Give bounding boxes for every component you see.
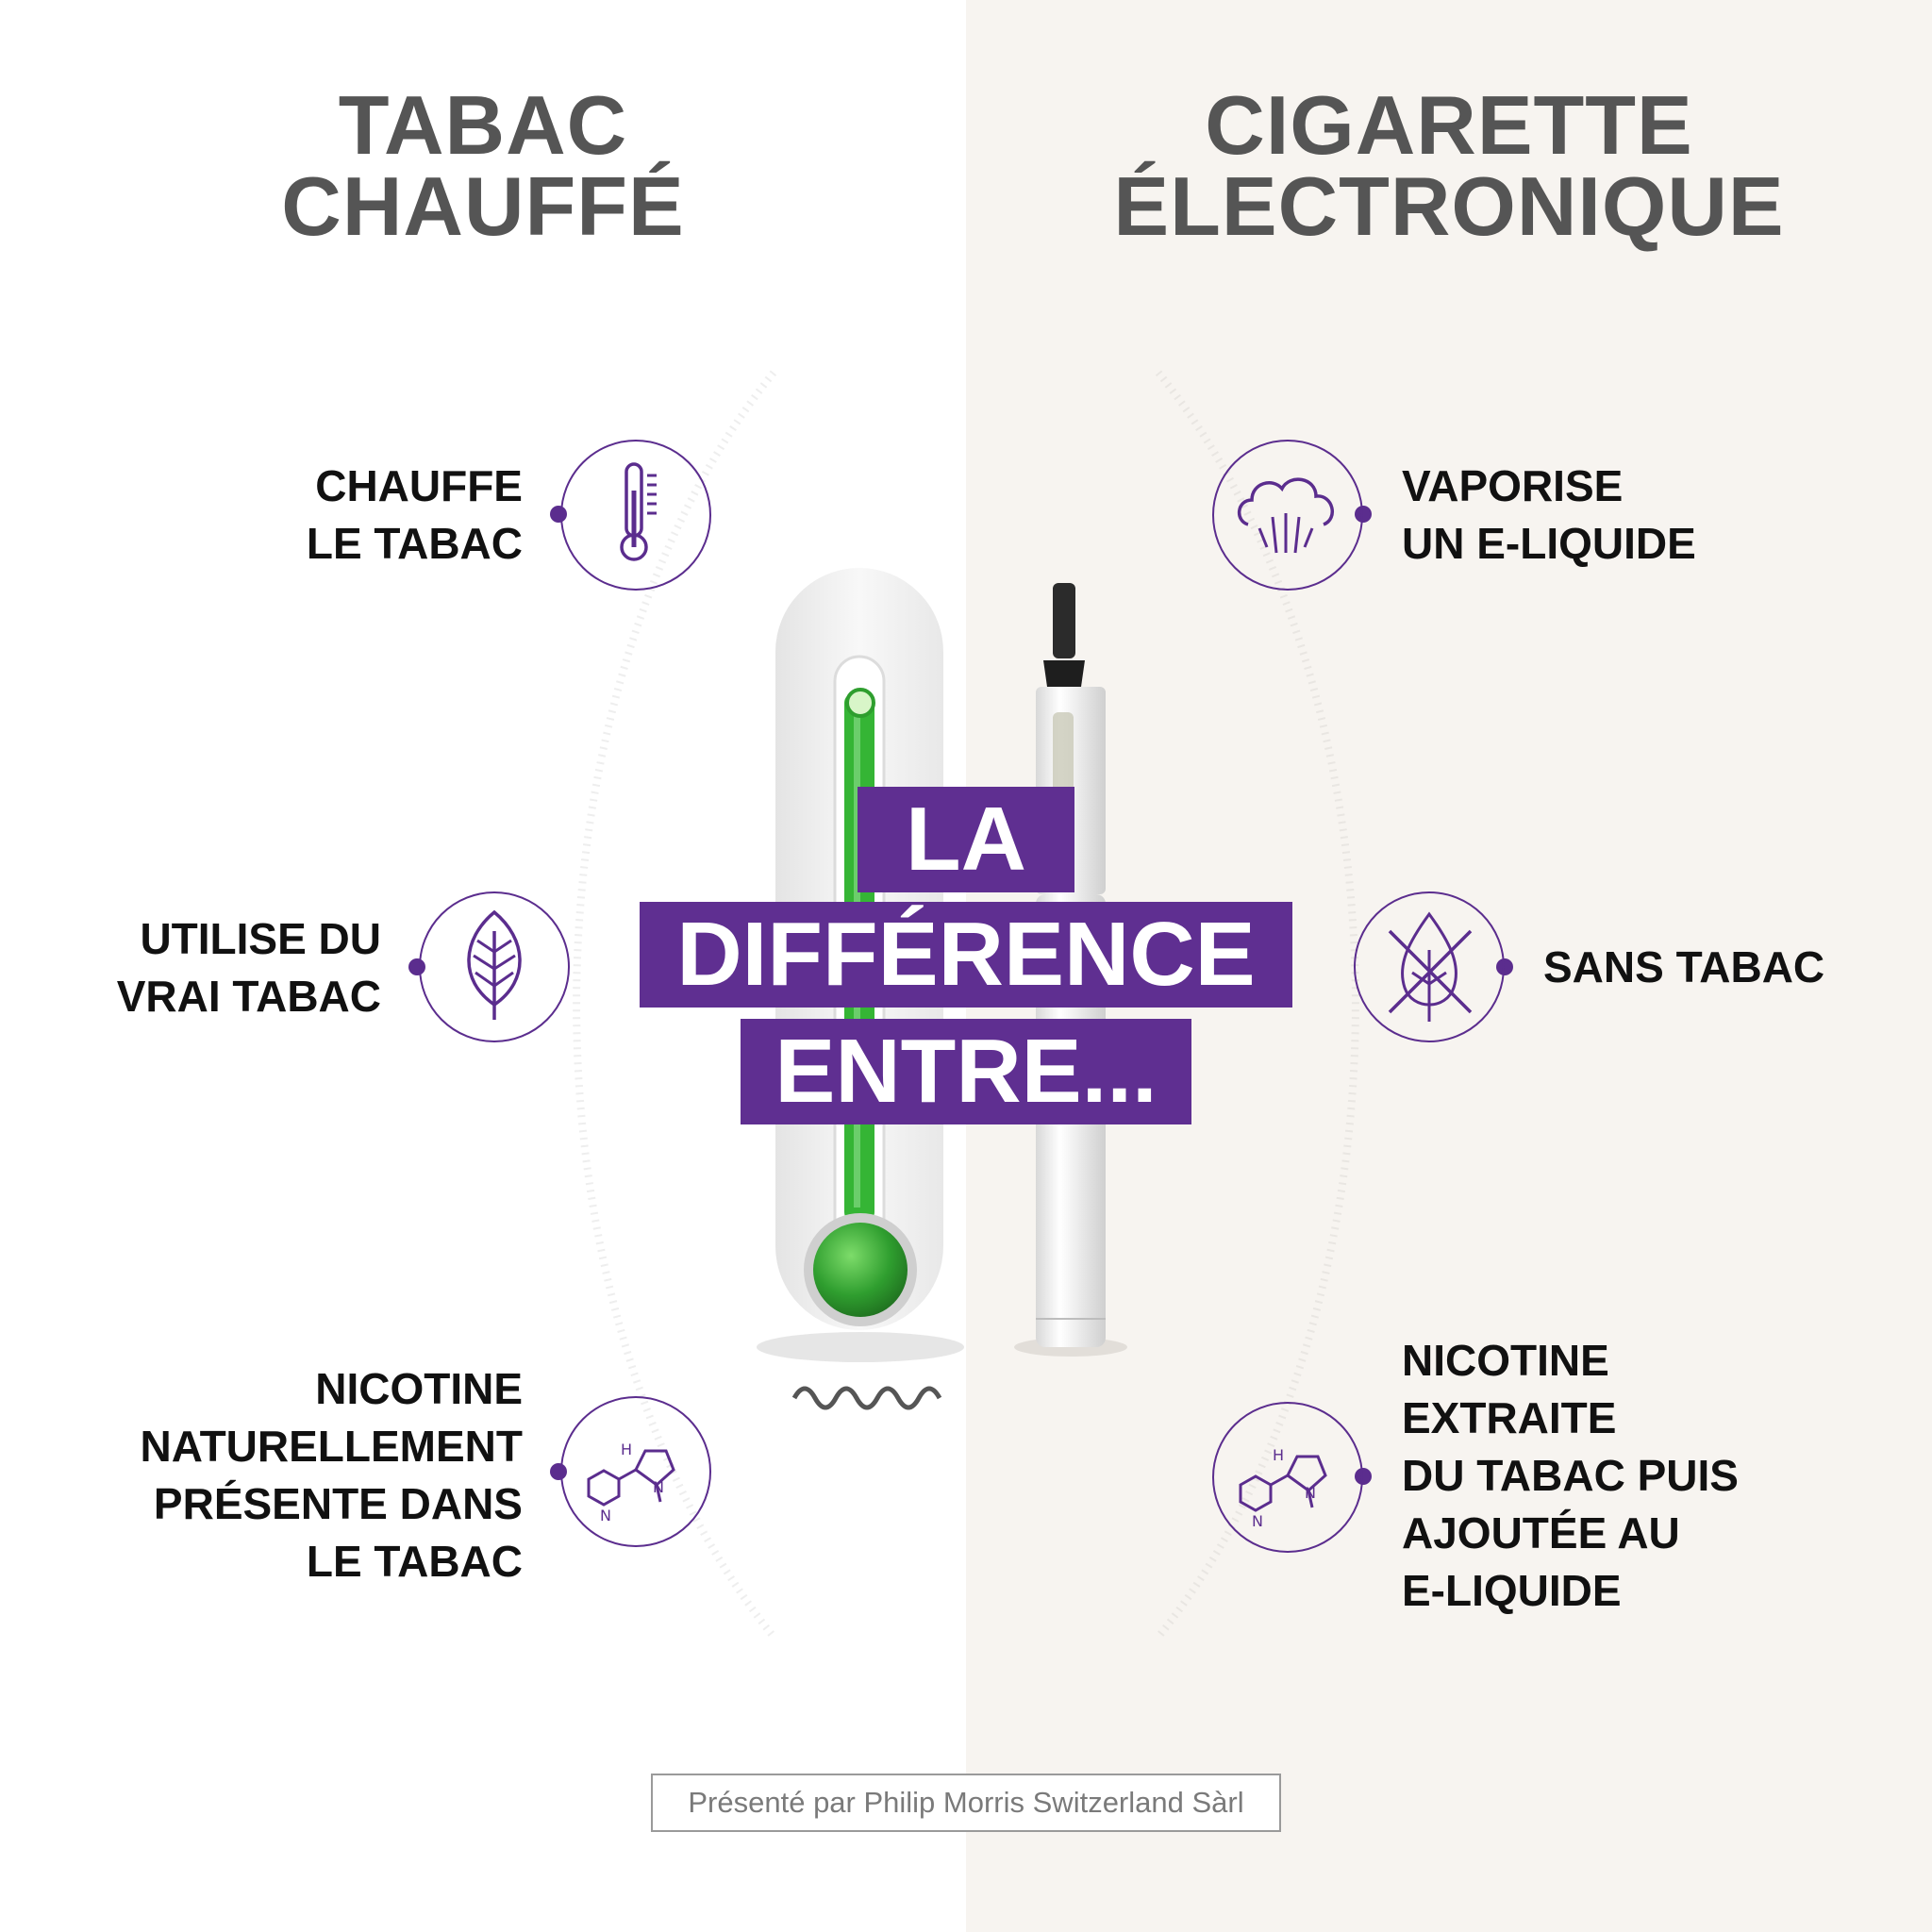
title-heated-tobacco-line1: TABAC [338, 78, 628, 172]
feature-natural-nicotine-label: NICOTINE NATURELLEMENT PRÉSENTE DANS LE … [141, 1360, 523, 1591]
feature-real-tobacco-label: UTILISE DU VRAI TABAC [117, 910, 381, 1025]
feature-line: VAPORISE [1402, 461, 1624, 510]
presented-by-footer: Présenté par Philip Morris Switzerland S… [651, 1774, 1281, 1832]
vapor-cloud-icon [1212, 440, 1363, 591]
feature-no-tobacco-label: SANS TABAC [1543, 939, 1824, 996]
feature-line: LE TABAC [306, 1537, 523, 1586]
feature-line: LE TABAC [306, 519, 523, 568]
banner-line-entre: ENTRE... [741, 1019, 1191, 1124]
svg-text:N: N [1305, 1484, 1316, 1502]
feature-line: CHAUFFE [315, 461, 523, 510]
feature-line: NICOTINE [315, 1364, 523, 1413]
thermometer-icon [560, 440, 711, 591]
feature-line: E-LIQUIDE [1402, 1566, 1622, 1615]
feature-line: SANS TABAC [1543, 942, 1825, 991]
no-tobacco-icon [1354, 891, 1505, 1042]
feature-line: EXTRAITE [1402, 1393, 1617, 1442]
svg-text:N: N [653, 1478, 664, 1496]
feature-line: NATURELLEMENT [140, 1422, 523, 1471]
title-e-cigarette-line2: ÉLECTRONIQUE [1113, 159, 1785, 253]
feature-line: PRÉSENTE DANS [153, 1479, 523, 1528]
svg-text:N: N [600, 1507, 611, 1524]
feature-line: AJOUTÉE AU [1402, 1508, 1680, 1557]
title-e-cigarette: CIGARETTE ÉLECTRONIQUE [966, 78, 1932, 253]
nicotine-molecule-icon: N N H [1212, 1402, 1363, 1553]
title-heated-tobacco-line2: CHAUFFÉ [281, 159, 685, 253]
feature-extracted-nicotine-label: NICOTINE EXTRAITE DU TABAC PUIS AJOUTÉE … [1402, 1332, 1739, 1620]
banner-line-la: LA [858, 787, 1074, 892]
nicotine-molecule-icon: N N H [560, 1396, 711, 1547]
feature-line: VRAI TABAC [116, 972, 381, 1021]
feature-vaporizes-liquid-label: VAPORISE UN E-LIQUIDE [1402, 458, 1696, 573]
feature-line: UN E-LIQUIDE [1402, 519, 1696, 568]
feature-line: NICOTINE [1402, 1336, 1609, 1385]
svg-text:H: H [621, 1441, 632, 1458]
title-e-cigarette-line1: CIGARETTE [1205, 78, 1693, 172]
banner-line-difference: DIFFÉRENCE [640, 902, 1292, 1008]
svg-text:H: H [1273, 1446, 1284, 1464]
feature-heats-tobacco-label: CHAUFFE LE TABAC [307, 458, 523, 573]
svg-text:N: N [1252, 1512, 1263, 1530]
title-heated-tobacco: TABAC CHAUFFÉ [0, 78, 966, 253]
feature-line: UTILISE DU [140, 914, 381, 963]
feature-line: DU TABAC PUIS [1402, 1451, 1739, 1500]
leaf-icon [419, 891, 570, 1042]
